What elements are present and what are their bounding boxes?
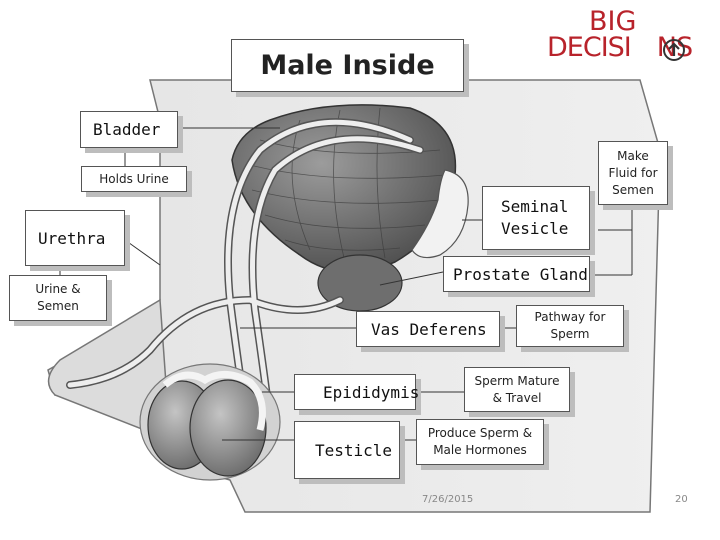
footer-date: 7/26/2015 bbox=[422, 494, 474, 505]
label-bladder: Bladder bbox=[80, 111, 178, 148]
note-holds-urine: Holds Urine bbox=[81, 166, 187, 192]
page-title: Male Inside bbox=[260, 50, 435, 81]
seminal-vesicle-shape bbox=[411, 169, 469, 259]
logo-top-text: BIG bbox=[589, 6, 637, 37]
note-pathway: Pathway for Sperm bbox=[516, 305, 624, 347]
footer-page-number: 20 bbox=[675, 494, 688, 505]
label-seminal-vesicle: Seminal Vesicle bbox=[482, 186, 590, 250]
note-sperm-mature: Sperm Mature & Travel bbox=[464, 367, 570, 412]
testis-right-shape bbox=[189, 379, 267, 477]
note-urine-semen: Urine & Semen bbox=[9, 275, 107, 321]
label-epididymis: Epididymis bbox=[294, 374, 419, 410]
logo-bottom-left: DECISI bbox=[547, 32, 632, 63]
note-make-fluid: Make Fluid for Semen bbox=[598, 141, 668, 205]
up-arrow-circle-icon bbox=[663, 39, 685, 61]
epididymis-shape bbox=[162, 371, 266, 431]
label-urethra: Urethra bbox=[25, 210, 125, 266]
label-prostate-gland: Prostate Gland bbox=[443, 256, 590, 292]
penis-shape bbox=[47, 298, 171, 442]
label-testicle: Testicle bbox=[294, 421, 400, 479]
note-produce-sperm: Produce Sperm & Male Hormones bbox=[416, 419, 544, 465]
title-box: Male Inside bbox=[231, 39, 464, 92]
label-vas-deferens: Vas Deferens bbox=[356, 311, 500, 347]
